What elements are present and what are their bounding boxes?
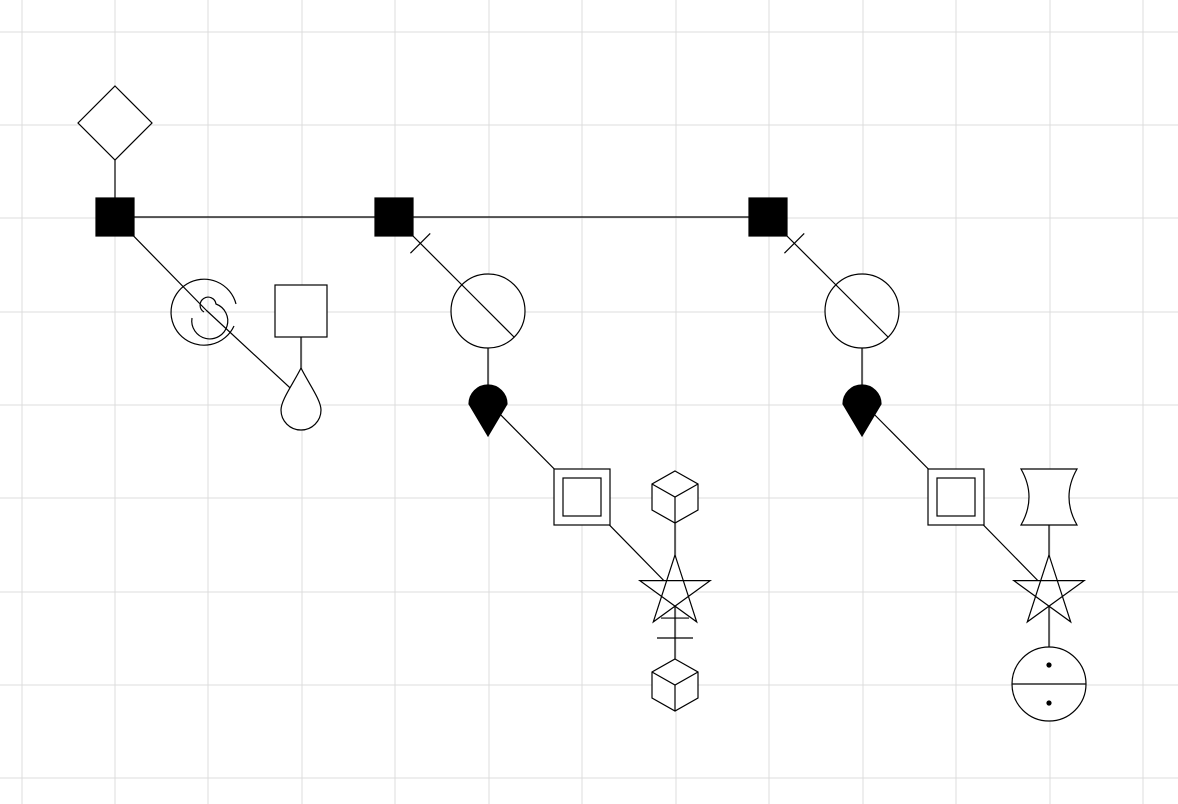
- double-square-node[interactable]: [553, 468, 611, 526]
- circle-slash-node[interactable]: [824, 273, 900, 349]
- edge-tick-mark: [783, 232, 805, 254]
- pin-node[interactable]: [842, 384, 882, 438]
- circle-slash-node[interactable]: [450, 273, 526, 349]
- diamond-node[interactable]: [77, 85, 153, 161]
- square-node[interactable]: [274, 284, 328, 338]
- node-layer: [77, 85, 1087, 722]
- circle-divide-node[interactable]: [1011, 646, 1087, 722]
- drop-node[interactable]: [280, 366, 322, 431]
- star-node[interactable]: [637, 553, 713, 624]
- connector-n3-n5[interactable]: [205, 309, 302, 399]
- cube-node[interactable]: [651, 658, 699, 712]
- square-node[interactable]: [95, 197, 135, 237]
- double-square-node[interactable]: [927, 468, 985, 526]
- square-node[interactable]: [374, 197, 414, 237]
- cube-node[interactable]: [651, 470, 699, 524]
- star-node[interactable]: [1011, 553, 1087, 624]
- square-node[interactable]: [748, 197, 788, 237]
- hourglass-node[interactable]: [1019, 468, 1079, 526]
- spiral-node[interactable]: [170, 278, 237, 346]
- pin-node[interactable]: [468, 384, 508, 438]
- edge-tick-mark: [409, 232, 431, 254]
